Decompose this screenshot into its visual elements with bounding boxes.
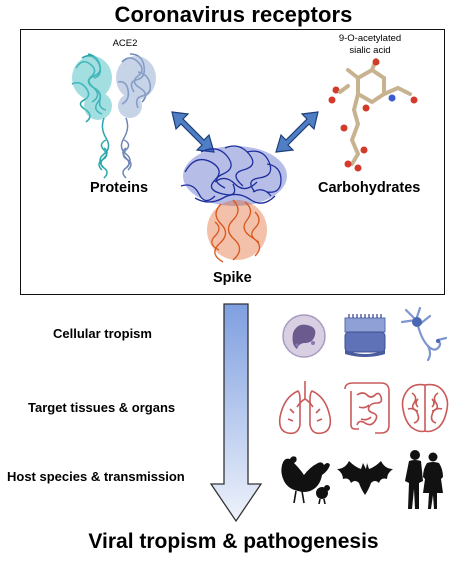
row-label-host-species: Host species & transmission [7, 469, 185, 484]
intestine-icon [344, 382, 390, 434]
spike-protein-icon [180, 145, 287, 263]
immune-cell-icon [282, 314, 326, 358]
row-label-cellular-tropism: Cellular tropism [53, 326, 152, 341]
carbohydrates-label: Carbohydrates [318, 180, 421, 196]
chicken-icon [281, 456, 330, 505]
bat-icon [337, 461, 393, 495]
carbohydrate-spike-arrow-icon [275, 111, 319, 153]
protein-spike-arrow-icon [171, 111, 215, 153]
figure-footer-title: Viral tropism & pathogenesis [88, 530, 379, 553]
lungs-icon [278, 381, 332, 435]
row-label-target-tissues: Target tissues & organs [28, 400, 176, 415]
ace2-label: ACE2 [112, 38, 138, 49]
proteins-label: Proteins [90, 180, 149, 196]
sialic-acid-label-line2: sialic acid [349, 45, 391, 56]
sialic-acid-label-line1: 9-O-acetylated [338, 33, 402, 44]
epithelial-cells-icon [344, 314, 386, 357]
humans-icon [405, 450, 443, 509]
neuron-icon [400, 306, 448, 362]
sialic-acid-label: 9-O-acetylated sialic acid [315, 33, 425, 57]
tropism-gradient-arrow-icon [209, 303, 263, 523]
sialic-acid-molecule-icon [328, 58, 418, 172]
ace2-structure-icon [71, 53, 156, 179]
brain-icon [401, 383, 449, 433]
figure-title: Coronavirus receptors [114, 2, 353, 27]
spike-label: Spike [213, 270, 252, 286]
